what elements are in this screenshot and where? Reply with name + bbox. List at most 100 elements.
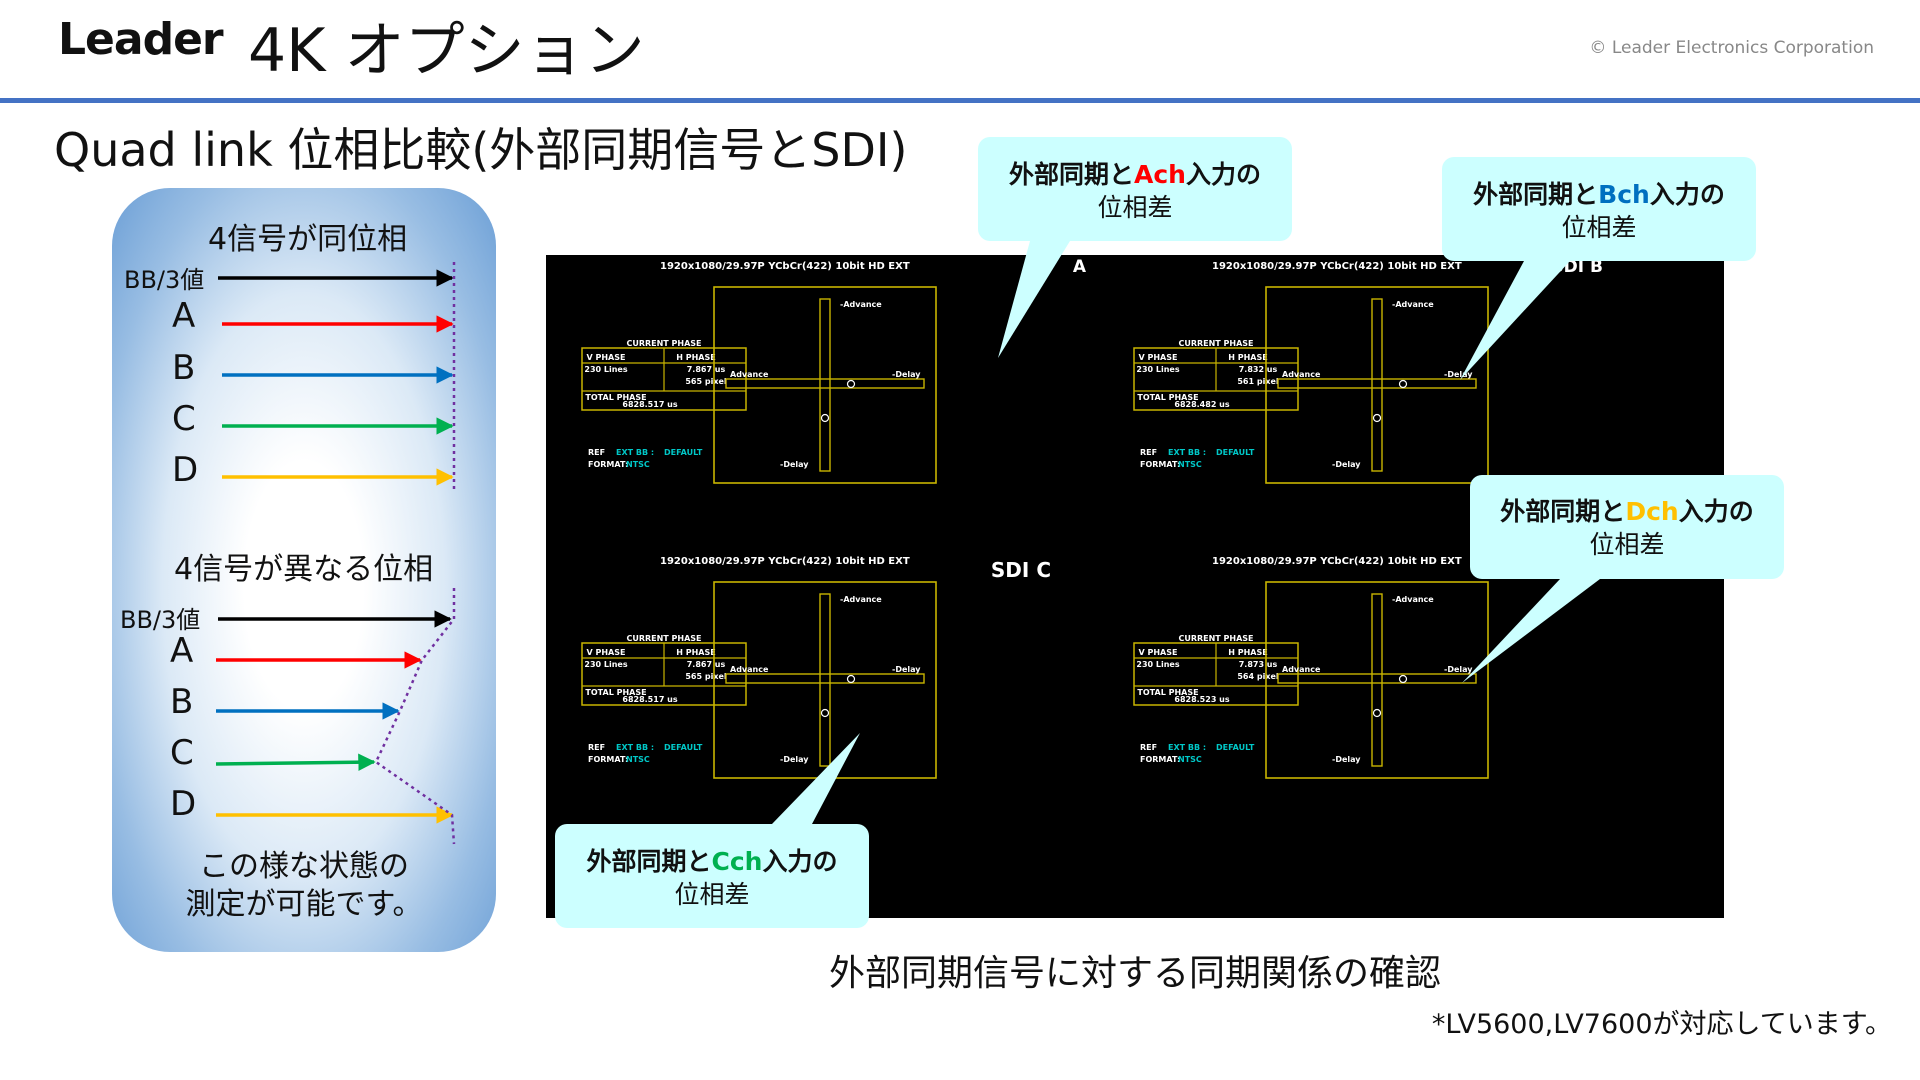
current-phase-label: CURRENT PHASE — [1178, 339, 1253, 348]
diff-phase-label-b: B — [170, 682, 194, 722]
vertical-phase-bar — [819, 298, 831, 472]
ext-bb-label: EXT BB : — [1168, 743, 1206, 752]
diff-phase-alignment-line — [374, 588, 456, 845]
callout-cch-line2: 位相差 — [674, 880, 750, 909]
v-phase-value: 230 Lines — [584, 365, 627, 374]
callout-bch-channel: Bch — [1598, 180, 1650, 209]
delay-right-label: -Delay — [892, 665, 921, 674]
callout-ach-channel: Ach — [1134, 160, 1186, 189]
h-phase-us-value: 7.867 us — [687, 365, 726, 374]
delay-bottom-label: -Delay — [1332, 460, 1361, 469]
v-phase-marker — [1372, 413, 1382, 423]
h-phase-label: H PHASE — [1228, 353, 1267, 362]
callout-dch-pre: 外部同期と — [1500, 497, 1626, 526]
same-phase-bb-label: BB/3値 — [124, 266, 205, 294]
quadrant-format-label: 1920x1080/29.97P YCbCr(422) 10bit HD EXT — [1212, 556, 1462, 567]
vertical-phase-bar — [1371, 593, 1383, 767]
delay-bottom-label: -Delay — [1332, 755, 1361, 764]
delay-right-label: -Delay — [1444, 370, 1473, 379]
ext-bb-label: EXT BB : — [616, 743, 654, 752]
advance-left-label: Advance — [730, 370, 769, 379]
ref-label: REF — [588, 743, 605, 752]
v-phase-marker — [820, 413, 830, 423]
callout-ach-line2: 位相差 — [1097, 193, 1173, 222]
h-phase-pixel-value: 565 pixel — [685, 672, 727, 681]
ntsc-label: NTSC — [1178, 755, 1202, 764]
h-phase-pixel-value: 565 pixel — [685, 377, 727, 386]
total-phase-label: TOTAL PHASE — [1137, 688, 1198, 697]
ext-bb-label: EXT BB : — [616, 448, 654, 457]
h-phase-marker — [1398, 379, 1408, 389]
h-phase-us-value: 7.867 us — [687, 660, 726, 669]
ref-label: REF — [1140, 448, 1157, 457]
phase-cross-frame — [1265, 286, 1489, 484]
default-label: DEFAULT — [1216, 448, 1255, 457]
v-phase-value: 230 Lines — [1136, 660, 1179, 669]
horizontal-phase-bar — [725, 378, 925, 389]
current-phase-label: CURRENT PHASE — [626, 339, 701, 348]
current-phase-label: CURRENT PHASE — [1178, 634, 1253, 643]
delay-bottom-label: -Delay — [780, 755, 809, 764]
same-phase-label-a: A — [172, 296, 196, 336]
format-label: FORMAT: — [1140, 755, 1180, 764]
monitor-quadrant-3: 1920x1080/29.97P YCbCr(422) 10bit HD EXT… — [581, 556, 1051, 779]
ref-label: REF — [1140, 743, 1157, 752]
callout-ach-pre: 外部同期と — [1009, 160, 1135, 189]
diff-phase-arrow-c — [215, 753, 376, 771]
callout-cch-pre: 外部同期と — [586, 847, 712, 876]
total-phase-label: TOTAL PHASE — [1137, 393, 1198, 402]
copyright-text: © Leader Electronics Corporation — [1589, 38, 1874, 58]
page-title: 4K オプション — [248, 16, 645, 86]
slide-subtitle: Quad link 位相比較(外部同期信号とSDI) — [54, 123, 908, 177]
ntsc-label: NTSC — [1178, 460, 1202, 469]
v-phase-marker — [820, 708, 830, 718]
panel-note-line1: この様な状態の — [199, 849, 409, 884]
quadrant-format-label: 1920x1080/29.97P YCbCr(422) 10bit HD EXT — [660, 556, 910, 567]
total-phase-value: 6828.482 us — [1174, 400, 1229, 409]
model-footnote: *LV5600,LV7600が対応しています。 — [1431, 1009, 1892, 1040]
h-phase-label: H PHASE — [676, 353, 715, 362]
leader-logo: Leader — [58, 14, 224, 65]
horizontal-phase-bar — [725, 673, 925, 684]
quadrant-format-label: 1920x1080/29.97P YCbCr(422) 10bit HD EXT — [660, 261, 910, 272]
quadrant-sdi-label: SDI B — [1551, 257, 1603, 277]
diff-phase-heading: 4信号が異なる位相 — [174, 552, 434, 587]
delay-bottom-label: -Delay — [780, 460, 809, 469]
format-label: FORMAT: — [1140, 460, 1180, 469]
v-phase-label: V PHASE — [587, 353, 626, 362]
monitor-quadrant-4: 1920x1080/29.97P YCbCr(422) 10bit HD EXT… — [1133, 556, 1489, 779]
monitor-quadrant-1: 1920x1080/29.97P YCbCr(422) 10bit HD EXT… — [581, 257, 1087, 484]
diff-phase-bb-label: BB/3値 — [120, 606, 201, 634]
advance-top-label: -Advance — [1392, 300, 1434, 309]
total-phase-value: 6828.523 us — [1174, 695, 1229, 704]
h-phase-marker — [1398, 674, 1408, 684]
quadrant-format-label: 1920x1080/29.97P YCbCr(422) 10bit HD EXT — [1212, 261, 1462, 272]
same-phase-label-b: B — [172, 348, 196, 388]
h-phase-label: H PHASE — [676, 648, 715, 657]
callout-cch-channel: Cch — [711, 847, 763, 876]
delay-right-label: -Delay — [892, 370, 921, 379]
ext-bb-label: EXT BB : — [1168, 448, 1206, 457]
advance-top-label: -Advance — [1392, 595, 1434, 604]
diff-phase-label-a: A — [170, 631, 194, 671]
total-phase-label: TOTAL PHASE — [585, 688, 646, 697]
vertical-phase-bar — [1371, 298, 1383, 472]
h-phase-marker — [846, 674, 856, 684]
ntsc-label: NTSC — [626, 460, 650, 469]
same-phase-label-c: C — [172, 399, 196, 439]
delay-right-label: -Delay — [1444, 665, 1473, 674]
phase-display: 1920x1080/29.97P YCbCr(422) 10bit HD EXT… — [581, 257, 1603, 779]
callout-bch-line2: 位相差 — [1561, 213, 1637, 242]
callout-bch-pre: 外部同期と — [1473, 180, 1599, 209]
phase-cross-frame — [1265, 581, 1489, 779]
quadrant-sdi-label: A — [1073, 257, 1087, 277]
diff-phase-label-c: C — [170, 733, 194, 773]
callout-ach-post: 入力の — [1185, 160, 1261, 189]
ntsc-label: NTSC — [626, 755, 650, 764]
default-label: DEFAULT — [664, 743, 703, 752]
v-phase-label: V PHASE — [587, 648, 626, 657]
monitor-quadrant-2: 1920x1080/29.97P YCbCr(422) 10bit HD EXT… — [1133, 257, 1603, 484]
callout-dch-post: 入力の — [1678, 497, 1754, 526]
callout-bch: 外部同期とBch入力の 位相差 — [1442, 178, 1756, 244]
current-phase-label: CURRENT PHASE — [626, 634, 701, 643]
